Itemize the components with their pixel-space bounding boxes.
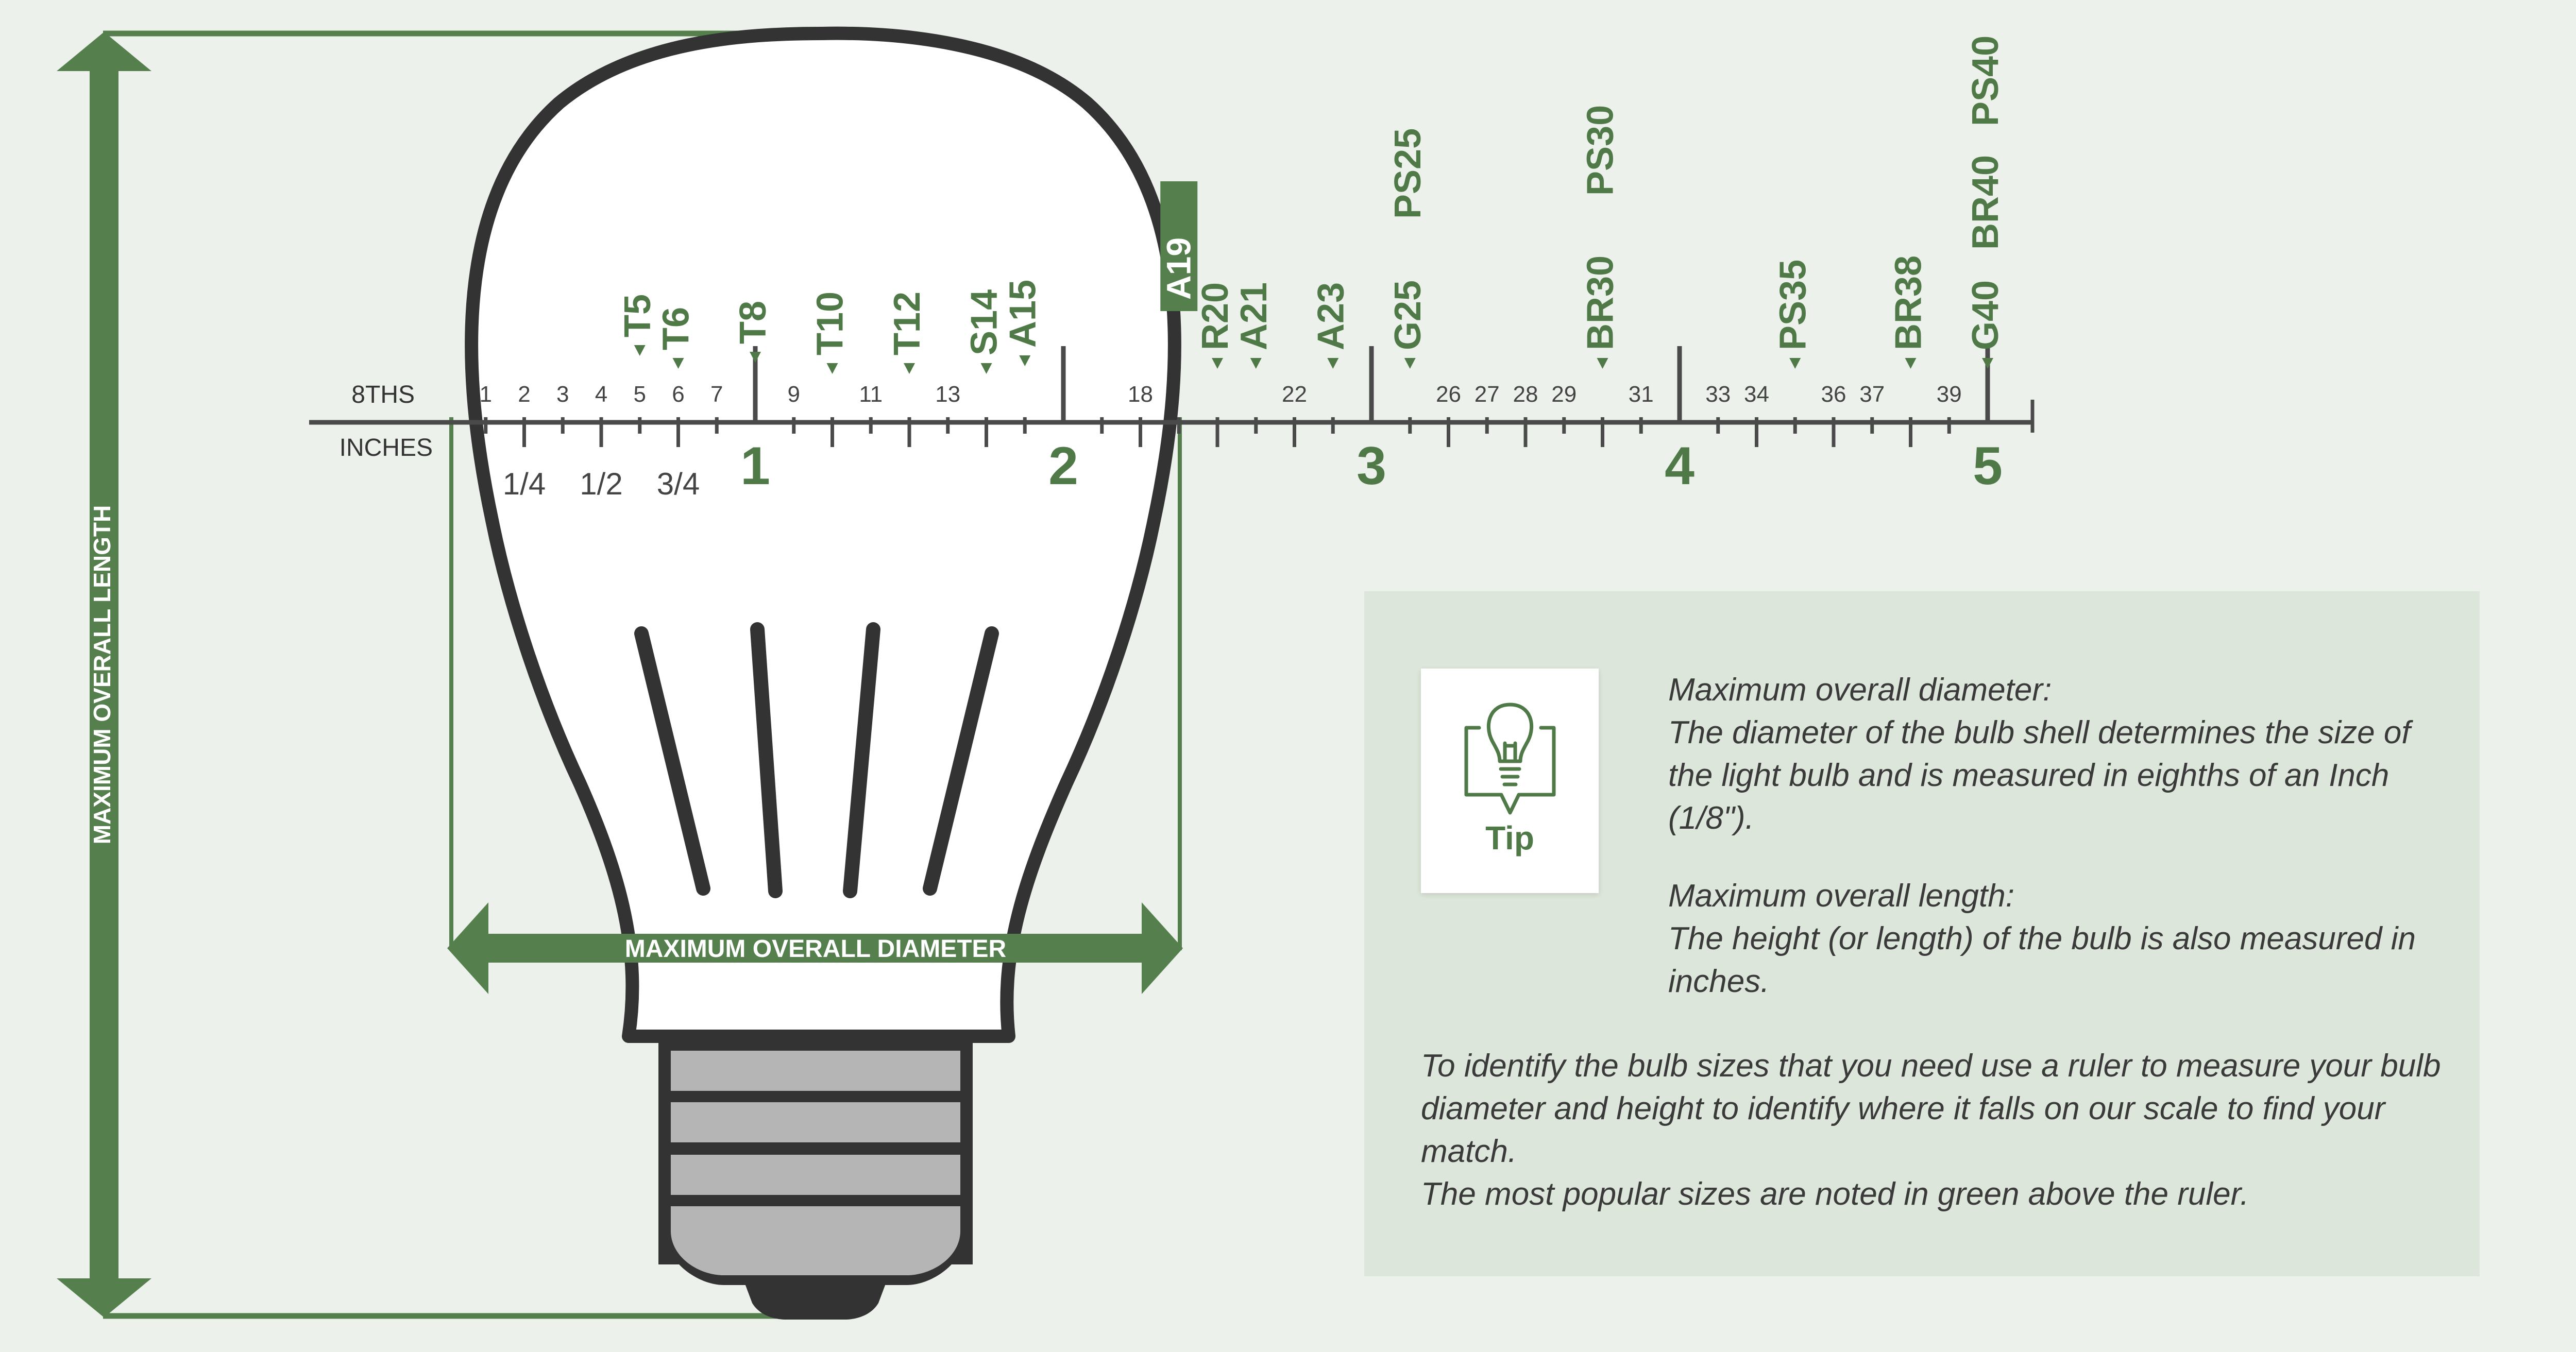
bulb-size-label: PS40 [1965,36,2006,126]
eighth-label: 28 [1513,382,1538,407]
ruler [309,346,2035,447]
bulb-base [658,1038,973,1320]
size-pointer [1789,358,1801,369]
bulb-size-label: A15 [1002,280,1043,348]
eighth-label: 39 [1937,382,1962,407]
bulb-glass [465,26,1181,1043]
eighth-label: 1 [480,382,492,407]
lightbulb-tip-icon [1464,703,1556,815]
bulb-size-label: R20 [1195,282,1236,350]
bulb-size-label: A23 [1310,282,1351,350]
eighths-row-label: 8THS [351,381,415,408]
eighth-label: 26 [1436,382,1461,407]
max-diameter-label: MAXIMUM OVERALL DIAMETER [625,935,1006,963]
eighth-label: 5 [634,382,646,407]
bulb-size-label: BR38 [1888,255,1929,350]
eighth-label: 7 [710,382,723,407]
size-pointer [634,345,646,356]
identify-text: To identify the bulb sizes that you need… [1421,1048,2441,1169]
size-pointer [980,363,992,374]
eighth-label: 27 [1475,382,1500,407]
eighth-label: 36 [1821,382,1846,407]
bulb-size-label: S14 [964,289,1005,355]
bulb-size-label: T12 [887,292,928,355]
bulb-size-label: PS35 [1772,260,1814,350]
inch-label: 1 [740,436,770,496]
bulb-size-label: A21 [1233,282,1275,350]
tip-panel: Tip Maximum overall diameter: The diamet… [1364,591,2480,1276]
eighth-label: 22 [1282,382,1307,407]
bulb-size-label: T10 [810,292,851,355]
size-pointer [1327,358,1339,369]
bulb-size-label: BR40 [1965,155,2006,250]
size-pointer [1250,358,1262,369]
length-title: Maximum overall length: [1668,878,2014,914]
size-pointer [750,352,761,363]
size-pointer [1982,358,1993,369]
bulb-size-label: G25 [1387,280,1429,350]
eighth-label: 18 [1128,382,1153,407]
eighth-label: 29 [1551,382,1577,407]
eighth-label: 31 [1629,382,1654,407]
tip-card: Tip [1421,669,1599,893]
eighth-label: 34 [1744,382,1769,407]
max-diameter-arrow: MAXIMUM OVERALL DIAMETER [447,902,1183,994]
fraction-label: 1/4 [503,467,546,501]
diameter-title: Maximum overall diameter: [1668,672,2052,708]
bulb-ribs [634,622,999,898]
size-pointer [1404,358,1416,369]
size-pointer [1597,358,1608,369]
size-pointer [826,363,838,374]
inch-label: 2 [1048,436,1078,496]
bulb-size-label: T8 [733,301,774,344]
bulb-size-label: PS25 [1387,128,1429,219]
size-pointer [1212,358,1223,369]
bulb-size-label: G40 [1965,280,2006,350]
eighth-label: 3 [556,382,569,407]
diameter-text: The diameter of the bulb shell determine… [1668,715,2411,836]
eighth-label: 37 [1859,382,1885,407]
eighth-label: 33 [1705,382,1731,407]
max-length-label: MAXIMUM OVERALL LENGTH [89,505,115,844]
fraction-label: 1/2 [580,467,622,501]
eighth-label: 6 [672,382,684,407]
length-text: The height (or length) of the bulb is al… [1668,921,2416,999]
inch-label: 5 [1973,436,2003,496]
identify-explanation: To identify the bulb sizes that you need… [1421,1045,2462,1216]
size-pointer [1905,358,1917,369]
bulb-size-label: T6 [656,307,697,350]
diameter-explanation: Maximum overall diameter: The diameter o… [1668,669,2451,840]
inch-label: 4 [1665,436,1694,496]
length-explanation: Maximum overall length: The height (or l… [1668,875,2451,1003]
eighth-label: 13 [935,382,960,407]
eighth-label: 4 [595,382,607,407]
size-pointer [904,363,915,374]
tip-label: Tip [1485,819,1534,857]
max-length-arrow: MAXIMUM OVERALL LENGTH [57,32,151,1317]
a19-badge-bg [1160,181,1198,311]
bulb-size-label: T5 [617,294,658,337]
eighth-label: 9 [788,382,800,407]
bulb-size-label: BR30 [1580,255,1621,350]
a19-label: A19 [1159,237,1197,300]
a19-highlight-badge: A19 [1159,181,1198,311]
inch-label: 3 [1357,436,1386,496]
size-pointer [1019,355,1031,366]
fraction-label: 3/4 [657,467,700,501]
size-pointer [672,358,684,369]
eighth-label: 2 [518,382,530,407]
popular-text: The most popular sizes are noted in gree… [1421,1176,2249,1212]
eighth-label: 11 [859,382,883,407]
bulb-size-label: PS30 [1580,105,1621,196]
inches-row-label: INCHES [340,434,433,461]
